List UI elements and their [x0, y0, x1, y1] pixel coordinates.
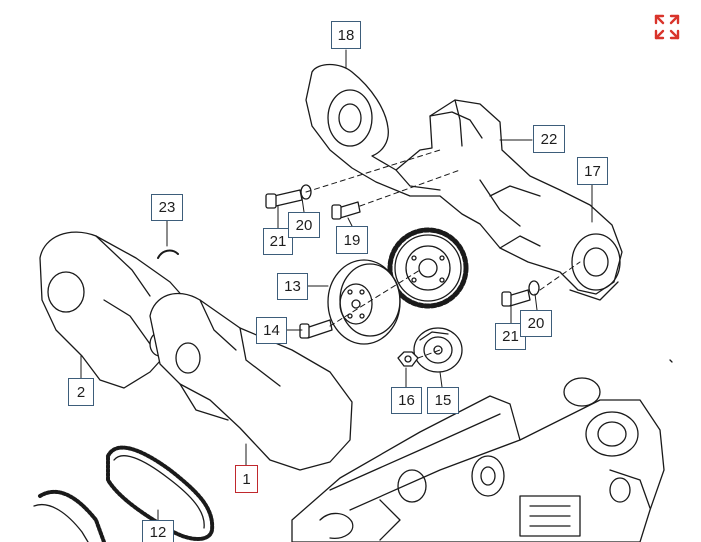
callout-20-upper[interactable]: 20: [288, 212, 320, 238]
alignment-lines: [305, 149, 581, 359]
callout-18[interactable]: 18: [331, 21, 361, 49]
callout-14[interactable]: 14: [256, 317, 287, 344]
callout-17[interactable]: 17: [577, 157, 608, 185]
camshaft-sprocket-drawing: [387, 227, 469, 309]
toothed-belt-drawing: [33, 445, 215, 542]
upper-timing-cover-drawing: [305, 63, 623, 301]
callout-20-lower[interactable]: 20: [520, 310, 552, 337]
callout-15[interactable]: 15: [427, 387, 459, 414]
callout-2[interactable]: 2: [68, 378, 94, 406]
expand-button[interactable]: [652, 12, 682, 42]
leader-lines: [80, 49, 593, 521]
callout-23[interactable]: 23: [151, 194, 183, 221]
callout-12[interactable]: 12: [142, 520, 174, 542]
expand-icon: [654, 14, 680, 40]
callout-22[interactable]: 22: [533, 125, 565, 153]
pulley-drawing: [327, 259, 401, 345]
callout-1[interactable]: 1: [235, 465, 258, 493]
nut-drawing: [397, 351, 419, 367]
middle-timing-cover-drawing: [149, 292, 353, 471]
callout-19[interactable]: 19: [336, 226, 368, 254]
tensioner-drawing: [413, 327, 463, 373]
engine-block-drawing: [291, 359, 673, 542]
bolts-drawing: [157, 184, 540, 339]
callout-16[interactable]: 16: [391, 387, 422, 414]
callout-13[interactable]: 13: [277, 273, 308, 300]
